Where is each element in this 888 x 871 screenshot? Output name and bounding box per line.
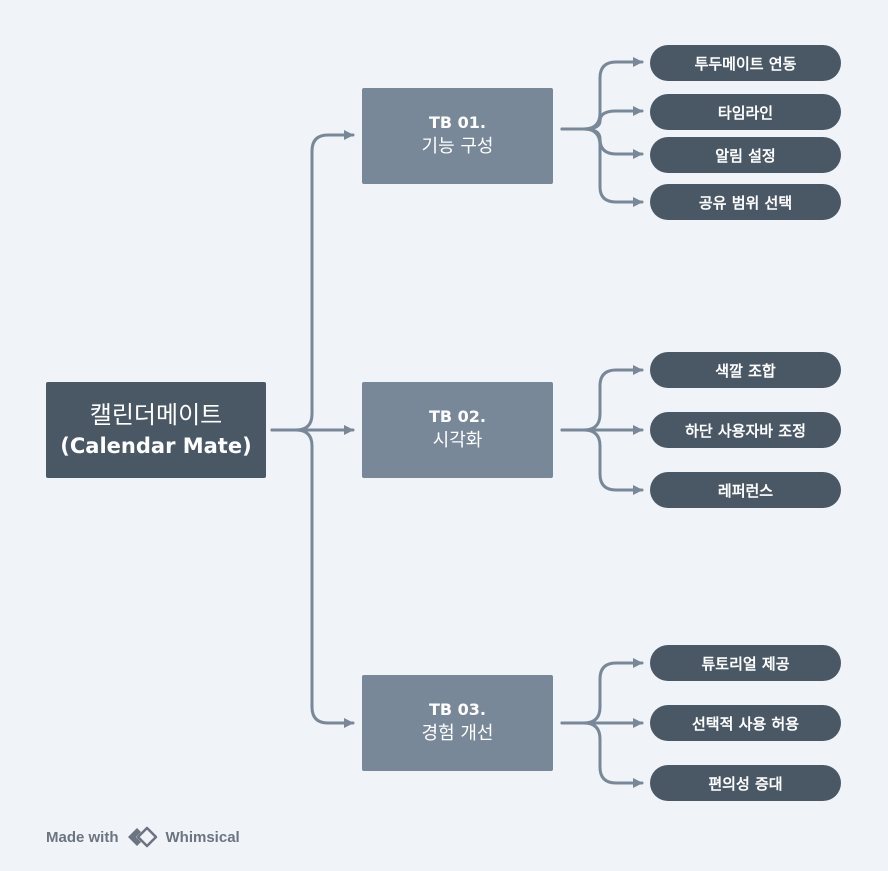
leaf-node-tb02-2[interactable]: 하단 사용자바 조정 — [650, 412, 841, 448]
category-code: TB 02. — [428, 407, 487, 426]
edge-root-tb03 — [270, 428, 355, 728]
leaf-node-tb01-2[interactable]: 타임라인 — [650, 94, 841, 130]
edge-tb01-item3 — [560, 127, 644, 159]
category-code: TB 01. — [428, 113, 487, 132]
edge-tb01-item4 — [560, 127, 644, 207]
made-with-whimsical[interactable]: Made with Whimsical — [46, 825, 240, 849]
category-name: 경험 개선 — [421, 723, 494, 744]
edge-tb01-item2 — [560, 106, 644, 131]
made-with-label: Made with — [46, 828, 119, 846]
root-node[interactable]: 캘린더메이트 (Calendar Mate) — [46, 382, 266, 478]
category-name: 시각화 — [432, 430, 483, 451]
leaf-node-tb02-3[interactable]: 레퍼런스 — [650, 472, 841, 508]
leaf-node-tb01-1[interactable]: 투두메이트 연동 — [650, 45, 841, 81]
edge-tb03-item3 — [560, 721, 644, 788]
leaf-node-tb03-3[interactable]: 편의성 증대 — [650, 765, 841, 801]
edge-root-tb01 — [270, 130, 355, 432]
whimsical-logo-icon — [126, 826, 160, 848]
leaf-node-tb03-1[interactable]: 튜토리얼 제공 — [650, 645, 841, 681]
category-node-tb02[interactable]: TB 02. 시각화 — [362, 382, 553, 478]
leaf-node-tb01-4[interactable]: 공유 범위 선택 — [650, 184, 841, 220]
leaf-node-tb02-1[interactable]: 색깔 조합 — [650, 352, 841, 388]
category-code: TB 03. — [428, 700, 487, 719]
leaf-node-tb03-2[interactable]: 선택적 사용 허용 — [650, 705, 841, 741]
category-node-tb03[interactable]: TB 03. 경험 개선 — [362, 675, 553, 771]
root-subtitle: (Calendar Mate) — [60, 434, 252, 458]
category-node-tb01[interactable]: TB 01. 기능 구성 — [362, 88, 553, 184]
leaf-node-tb01-3[interactable]: 알림 설정 — [650, 137, 841, 173]
edge-tb02-item1 — [560, 365, 644, 432]
edge-tb01-item1 — [560, 57, 644, 131]
edge-tb03-item1 — [560, 658, 644, 725]
category-name: 기능 구성 — [421, 136, 494, 157]
edge-tb02-item3 — [560, 428, 644, 495]
root-title: 캘린더메이트 — [89, 401, 223, 429]
whimsical-brand: Whimsical — [165, 828, 240, 846]
